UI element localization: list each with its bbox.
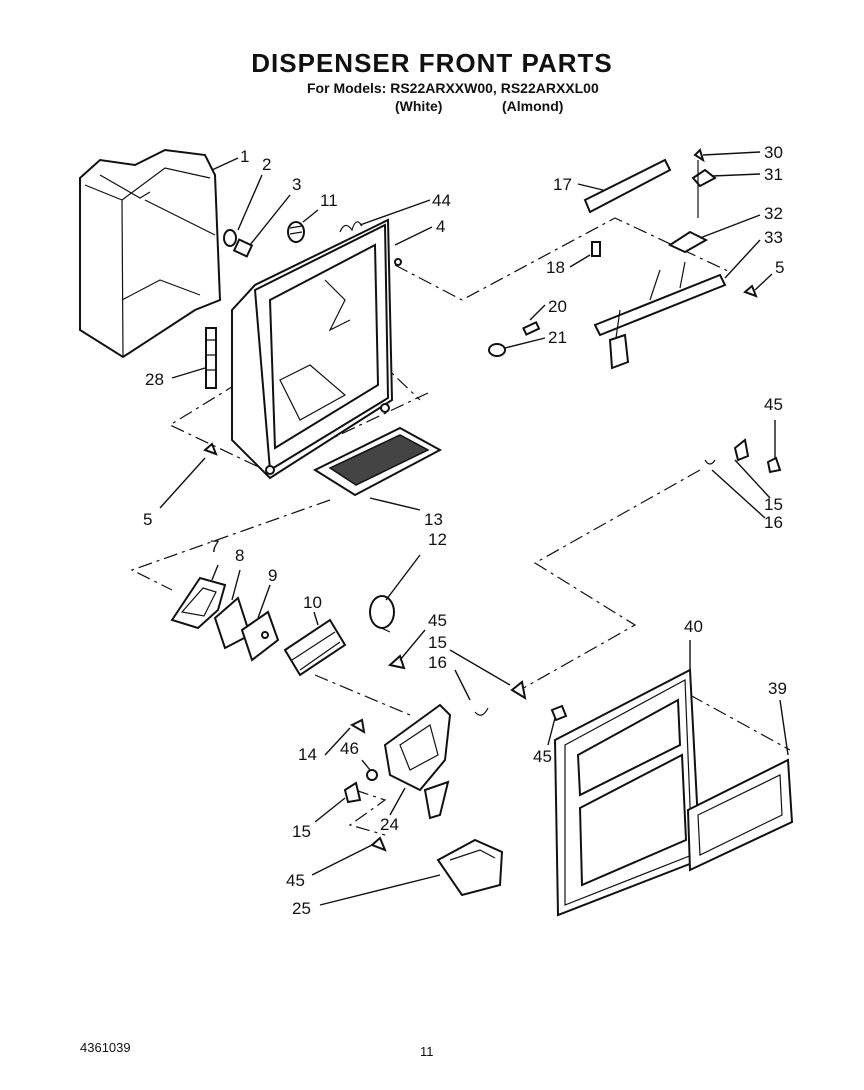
fastener-parts-lower	[343, 718, 387, 852]
callout-20: 20	[548, 297, 567, 316]
part-11-bulb	[287, 221, 305, 243]
part-17-trim-strip	[583, 158, 672, 214]
part-44-wire	[339, 221, 363, 233]
leader-lines	[159, 151, 789, 906]
callout-9: 9	[268, 566, 277, 585]
part-30-31-32-switch-bracket	[667, 148, 717, 254]
part-4-dispenser-frame	[231, 218, 402, 480]
part-24-lever-arm	[383, 703, 452, 820]
part-40-front-panel	[553, 668, 702, 917]
callout-5-top: 5	[775, 258, 784, 277]
callout-14: 14	[298, 745, 317, 764]
fastener-parts	[203, 241, 782, 474]
page-number: 11	[420, 1044, 434, 1059]
callout-12: 12	[428, 530, 447, 549]
callout-45-lower: 45	[533, 747, 552, 766]
models-line: For Models: RS22ARXXW00, RS22ARXXL00	[307, 80, 599, 96]
callout-5-left: 5	[143, 510, 152, 529]
part-13-grille	[312, 426, 443, 497]
callout-15-mid: 15	[428, 633, 447, 652]
part-7-8-9-actuator-pads	[170, 576, 280, 662]
callout-3: 3	[292, 175, 301, 194]
callout-4: 4	[436, 217, 445, 236]
callout-32: 32	[764, 204, 783, 223]
callout-44: 44	[432, 191, 451, 210]
callout-15-right: 15	[764, 495, 783, 514]
part-2-3-pin-bushing	[223, 229, 254, 258]
callout-24: 24	[380, 815, 399, 834]
callout-46: 46	[340, 739, 359, 758]
part-28-hinge-strip	[205, 327, 217, 389]
callout-15-lower: 15	[292, 822, 311, 841]
callout-10: 10	[303, 593, 322, 612]
callout-11: 11	[320, 191, 338, 210]
callout-18: 18	[546, 258, 565, 277]
part-33-rail	[593, 261, 727, 370]
callout-21: 21	[548, 328, 567, 347]
callout-30: 30	[764, 143, 783, 162]
callout-numbers: 1 2 3 11 44 4 17 30 31 32 33 5 18 20 21 …	[143, 143, 787, 918]
callout-13: 13	[424, 510, 443, 529]
callout-17: 17	[553, 175, 572, 194]
callout-39: 39	[768, 679, 787, 698]
part-25-drip-tray	[436, 838, 504, 897]
callout-45-right: 45	[764, 395, 783, 414]
callout-25: 25	[292, 899, 311, 918]
part-39-inner-panel	[686, 758, 794, 872]
callout-45-bottom: 45	[286, 871, 305, 890]
page-title: DISPENSER FRONT PARTS	[251, 48, 613, 78]
part-10-bracket	[283, 618, 347, 677]
callout-8: 8	[235, 546, 244, 565]
callout-45-mid: 45	[428, 611, 447, 630]
callout-33: 33	[764, 228, 783, 247]
callout-2: 2	[262, 155, 271, 174]
callout-16-right: 16	[764, 513, 783, 532]
callout-40: 40	[684, 617, 703, 636]
part-1-chute-housing	[79, 148, 222, 359]
callout-1: 1	[240, 147, 249, 166]
callout-16-mid: 16	[428, 653, 447, 672]
color-white-label: (White)	[395, 98, 443, 114]
callout-28: 28	[145, 370, 164, 389]
callout-7: 7	[210, 537, 219, 556]
callout-31: 31	[764, 165, 783, 184]
part-12-solenoid	[369, 595, 395, 633]
color-almond-label: (Almond)	[502, 98, 564, 114]
document-number: 4361039	[80, 1040, 131, 1055]
